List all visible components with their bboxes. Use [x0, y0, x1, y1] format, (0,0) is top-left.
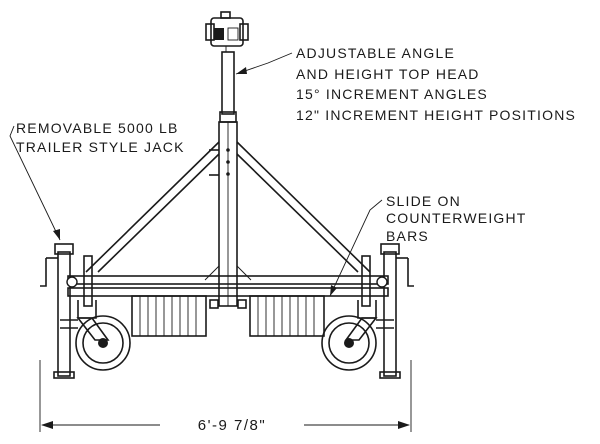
left-jack-cap	[54, 243, 74, 255]
left-inner-post	[83, 255, 93, 307]
right-jack-cap	[380, 243, 400, 255]
right-caster-wheel	[321, 300, 394, 371]
callout-top-head: ADJUSTABLE ANGLE AND HEIGHT TOP HEAD 15°…	[296, 45, 576, 123]
right-wheel-tire	[321, 315, 377, 371]
mast-gussets	[204, 265, 252, 281]
right-jack-tube	[383, 251, 397, 377]
top-head-plate	[227, 27, 239, 41]
right-jack	[361, 243, 414, 379]
dimension-arrow-right	[398, 421, 410, 429]
left-counterweight-lines	[139, 296, 197, 336]
top-head-body	[210, 17, 244, 47]
top-head-left-ear	[205, 23, 215, 41]
top-head-knob	[220, 11, 231, 19]
right-jack-foot	[379, 371, 401, 379]
callout-top-head-line-2: AND HEIGHT TOP HEAD	[296, 66, 480, 82]
mast-pin-hole	[226, 160, 230, 164]
lower-cross-beam	[67, 287, 389, 297]
callout-top-head-line-4: 12" INCREMENT HEIGHT POSITIONS	[296, 107, 576, 123]
callout-counterweight-line-3: BARS	[386, 228, 429, 244]
right-counterweight-stack	[249, 295, 325, 337]
left-jack-pin	[66, 276, 78, 288]
left-caster-arms	[60, 319, 78, 329]
a-frame	[85, 141, 371, 281]
callout-jack-line-2: TRAILER STYLE JACK	[16, 139, 185, 155]
callout-jack-line-1: REMOVABLE 5000 LB	[16, 120, 179, 136]
left-brace-outer	[85, 141, 220, 273]
top-head-clamp	[214, 28, 224, 40]
mast-upper-section	[221, 51, 235, 115]
left-jack-foot	[53, 371, 75, 379]
leader-counterweight	[329, 199, 383, 297]
right-jack-pin	[376, 276, 388, 288]
mast-foot-plate	[237, 299, 247, 309]
left-brace-inner	[97, 153, 220, 273]
right-brace-inner	[236, 153, 359, 273]
left-jack-tube	[57, 251, 71, 377]
left-wheel-rim	[82, 322, 124, 364]
callout-jack: REMOVABLE 5000 LB TRAILER STYLE JACK	[16, 120, 185, 155]
top-head	[205, 11, 249, 52]
leader-jack	[9, 125, 61, 241]
left-wheel-tire	[75, 315, 131, 371]
right-caster-arms	[376, 319, 394, 329]
mast-pin-hole	[226, 172, 230, 176]
right-counterweight-lines	[257, 296, 315, 336]
mast	[209, 51, 238, 307]
counterweight-bars	[131, 295, 325, 337]
right-caster-fork	[357, 300, 377, 319]
callout-top-head-line-1: ADJUSTABLE ANGLE	[296, 45, 455, 61]
right-brace-outer	[236, 141, 371, 273]
mast-foot-plate	[209, 299, 219, 309]
left-caster-fork	[77, 300, 97, 319]
callout-counterweight-line-1: SLIDE ON	[386, 193, 461, 209]
callout-counterweight-line-2: COUNTERWEIGHT	[386, 210, 527, 226]
right-wheel-rim	[328, 322, 370, 364]
leader-top-head	[235, 52, 293, 75]
left-counterweight-stack	[131, 295, 207, 337]
left-caster-wheel	[60, 300, 131, 371]
right-wheel-bracket	[344, 317, 378, 341]
leader-counterweight-arrow	[330, 285, 337, 296]
top-head-right-ear	[239, 23, 249, 41]
overall-width-label: 6'-9 7/8"	[198, 417, 266, 434]
mast-pin-hole	[226, 148, 230, 152]
right-inner-post	[361, 255, 371, 307]
left-jack	[40, 243, 93, 379]
leader-jack-arrow	[53, 229, 60, 240]
leader-top-head-arrow	[236, 67, 247, 74]
callout-counterweight: SLIDE ON COUNTERWEIGHT BARS	[386, 193, 527, 244]
dimension-arrow-left	[41, 421, 53, 429]
left-wheel-bracket	[76, 317, 110, 341]
callout-top-head-line-3: 15° INCREMENT ANGLES	[296, 86, 488, 102]
right-jack-crank	[407, 258, 414, 287]
left-jack-crank	[40, 258, 47, 287]
overall-width-dimension: 6'-9 7/8"	[39, 360, 412, 434]
